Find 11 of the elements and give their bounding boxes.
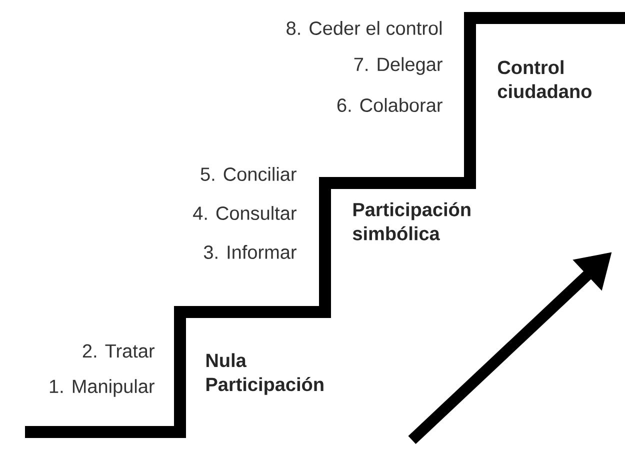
step-label: 8. Ceder el control: [286, 21, 442, 35]
group-heading: Control ciudadano: [498, 60, 592, 98]
step-label: 3. Informar: [204, 245, 296, 259]
step-label: 5. Conciliar: [200, 167, 296, 181]
group-heading: Nula Participación: [206, 353, 324, 395]
step-label: 4. Consultar: [193, 206, 296, 220]
step-label: 6. Colaborar: [337, 98, 442, 112]
step-label: 1. Manipular: [50, 379, 154, 397]
group-heading: Participación simbólica: [352, 202, 470, 240]
step-label: 2. Tratar: [82, 344, 154, 358]
step-label: 7. Delegar: [354, 57, 442, 75]
